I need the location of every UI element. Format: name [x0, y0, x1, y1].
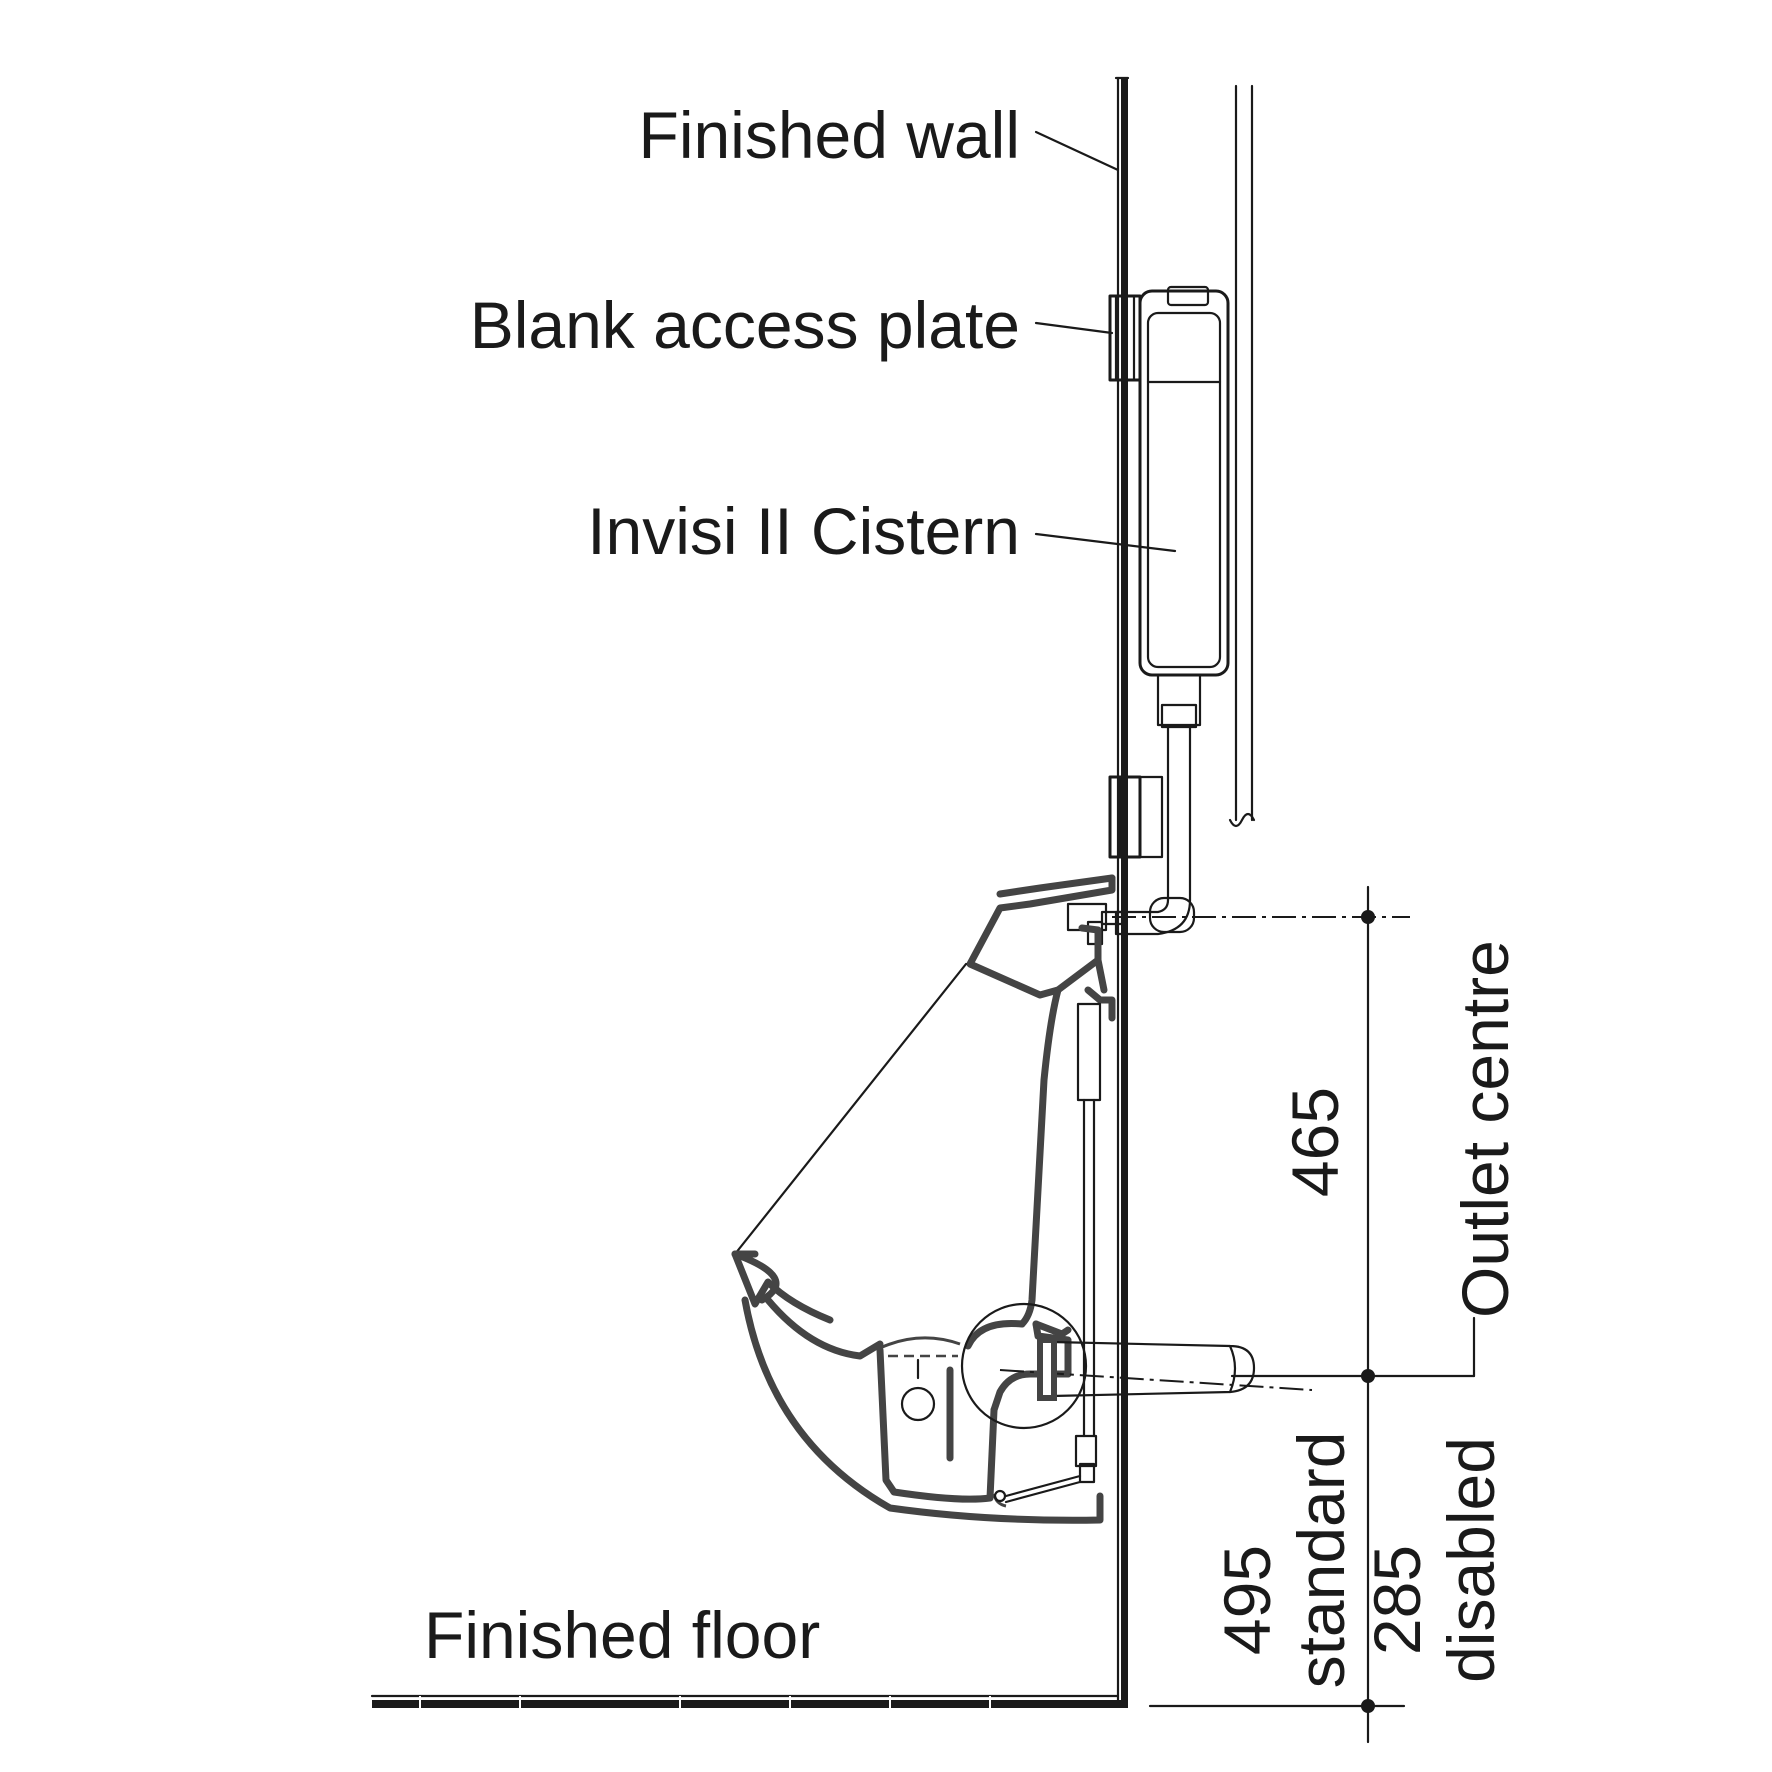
outlet-pipe [960, 1302, 1313, 1430]
blank-access-plate-label: Blank access plate [470, 288, 1020, 362]
leader-lines [1034, 130, 1177, 553]
finished-floor-label: Finished floor [424, 1598, 820, 1672]
dimension-285-disabled-label: disabled [1434, 1437, 1508, 1683]
dimension-465: 465 [1278, 1087, 1352, 1197]
flush-column [1074, 1002, 1102, 1484]
service-box [1108, 775, 1164, 859]
finished-wall-label: Finished wall [639, 98, 1021, 172]
finished-wall [1114, 76, 1130, 1706]
outlet-centre-label: Outlet centre [1448, 940, 1522, 1318]
dimension-495-standard-value: 495 [1210, 1545, 1284, 1655]
wall-framing [1228, 84, 1256, 828]
cistern-label: Invisi II Cistern [587, 494, 1020, 568]
urinal-bowl [731, 874, 1116, 1524]
dimension-lines [1148, 885, 1476, 1744]
dimension-285-disabled-value: 285 [1360, 1545, 1434, 1655]
invisi-cistern [1114, 285, 1230, 936]
dimension-495-standard-label: standard [1284, 1432, 1358, 1689]
finished-floor [370, 1694, 1128, 1708]
